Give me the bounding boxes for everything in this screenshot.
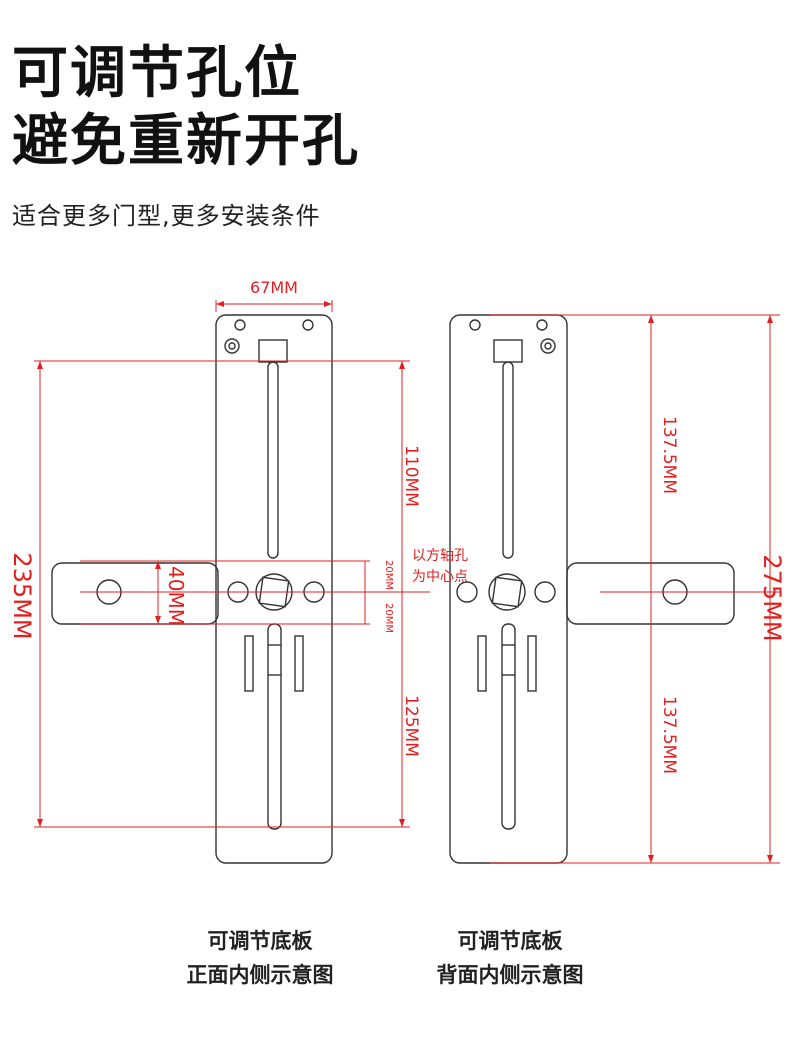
front-slot-left xyxy=(244,635,254,692)
back-caption: 可调节底板 背面内侧示意图 xyxy=(380,924,640,992)
headline-line-1: 可调节孔位 xyxy=(12,41,302,106)
back-caption-line-1: 可调节底板 xyxy=(457,929,563,953)
center-note-line-2: 为中心点 xyxy=(412,569,468,585)
front-upper-slot xyxy=(267,361,279,559)
back-latch-block xyxy=(493,339,523,363)
dim-offset-down: 20MM xyxy=(383,603,394,633)
front-latch-block xyxy=(258,339,288,363)
front-handle-arm xyxy=(51,562,219,625)
front-caption: 可调节底板 正面内侧示意图 xyxy=(130,924,390,992)
back-square-spindle-hole xyxy=(491,576,523,608)
back-side-hole xyxy=(456,581,478,603)
center-note-line-1: 以方轴孔 xyxy=(412,548,468,564)
back-spindle-ring xyxy=(488,573,526,611)
dim-total-left: 235MM xyxy=(8,552,36,639)
headline-line-2: 避免重新开孔 xyxy=(12,109,360,174)
front-lower-slot xyxy=(267,623,282,830)
front-plate xyxy=(51,314,333,864)
back-side-hole xyxy=(534,581,556,603)
back-plate-outline xyxy=(449,314,568,864)
dim-upper-span: 110MM xyxy=(401,445,421,507)
front-screw-hole xyxy=(234,319,246,331)
dimension-lines xyxy=(34,300,780,864)
front-caption-line-1: 可调节底板 xyxy=(207,929,313,953)
dim-handle-height: 40MM xyxy=(164,566,188,626)
front-screw-hole xyxy=(224,338,240,354)
back-screw-hole-inner xyxy=(544,342,552,350)
front-slot-right xyxy=(294,635,304,692)
dim-back-lower: 137.5MM xyxy=(659,696,679,774)
back-screw-hole xyxy=(536,319,548,331)
front-caption-line-2: 正面内侧示意图 xyxy=(186,963,334,987)
back-lower-slot xyxy=(501,623,516,830)
back-upper-slot xyxy=(502,361,514,559)
back-screw-hole xyxy=(469,319,481,331)
front-screw-hole xyxy=(302,319,314,331)
back-slot-right xyxy=(527,635,537,692)
back-slot-left xyxy=(477,635,487,692)
back-plate xyxy=(449,314,735,864)
dim-offset-up: 20MM xyxy=(383,560,394,590)
subtitle: 适合更多门型,更多安装条件 xyxy=(12,202,321,230)
dim-width-top: 67MM xyxy=(250,278,298,297)
back-screw-hole xyxy=(540,338,556,354)
back-caption-line-2: 背面内侧示意图 xyxy=(436,963,584,987)
front-screw-hole-inner xyxy=(228,342,236,350)
dim-total-right: 275MM xyxy=(758,554,786,641)
dim-back-upper: 137.5MM xyxy=(659,416,679,494)
dim-lower-span: 125MM xyxy=(401,695,421,757)
front-plate-outline xyxy=(215,314,333,864)
front-square-spindle-hole xyxy=(258,576,290,608)
dimension-arrows xyxy=(37,301,773,863)
